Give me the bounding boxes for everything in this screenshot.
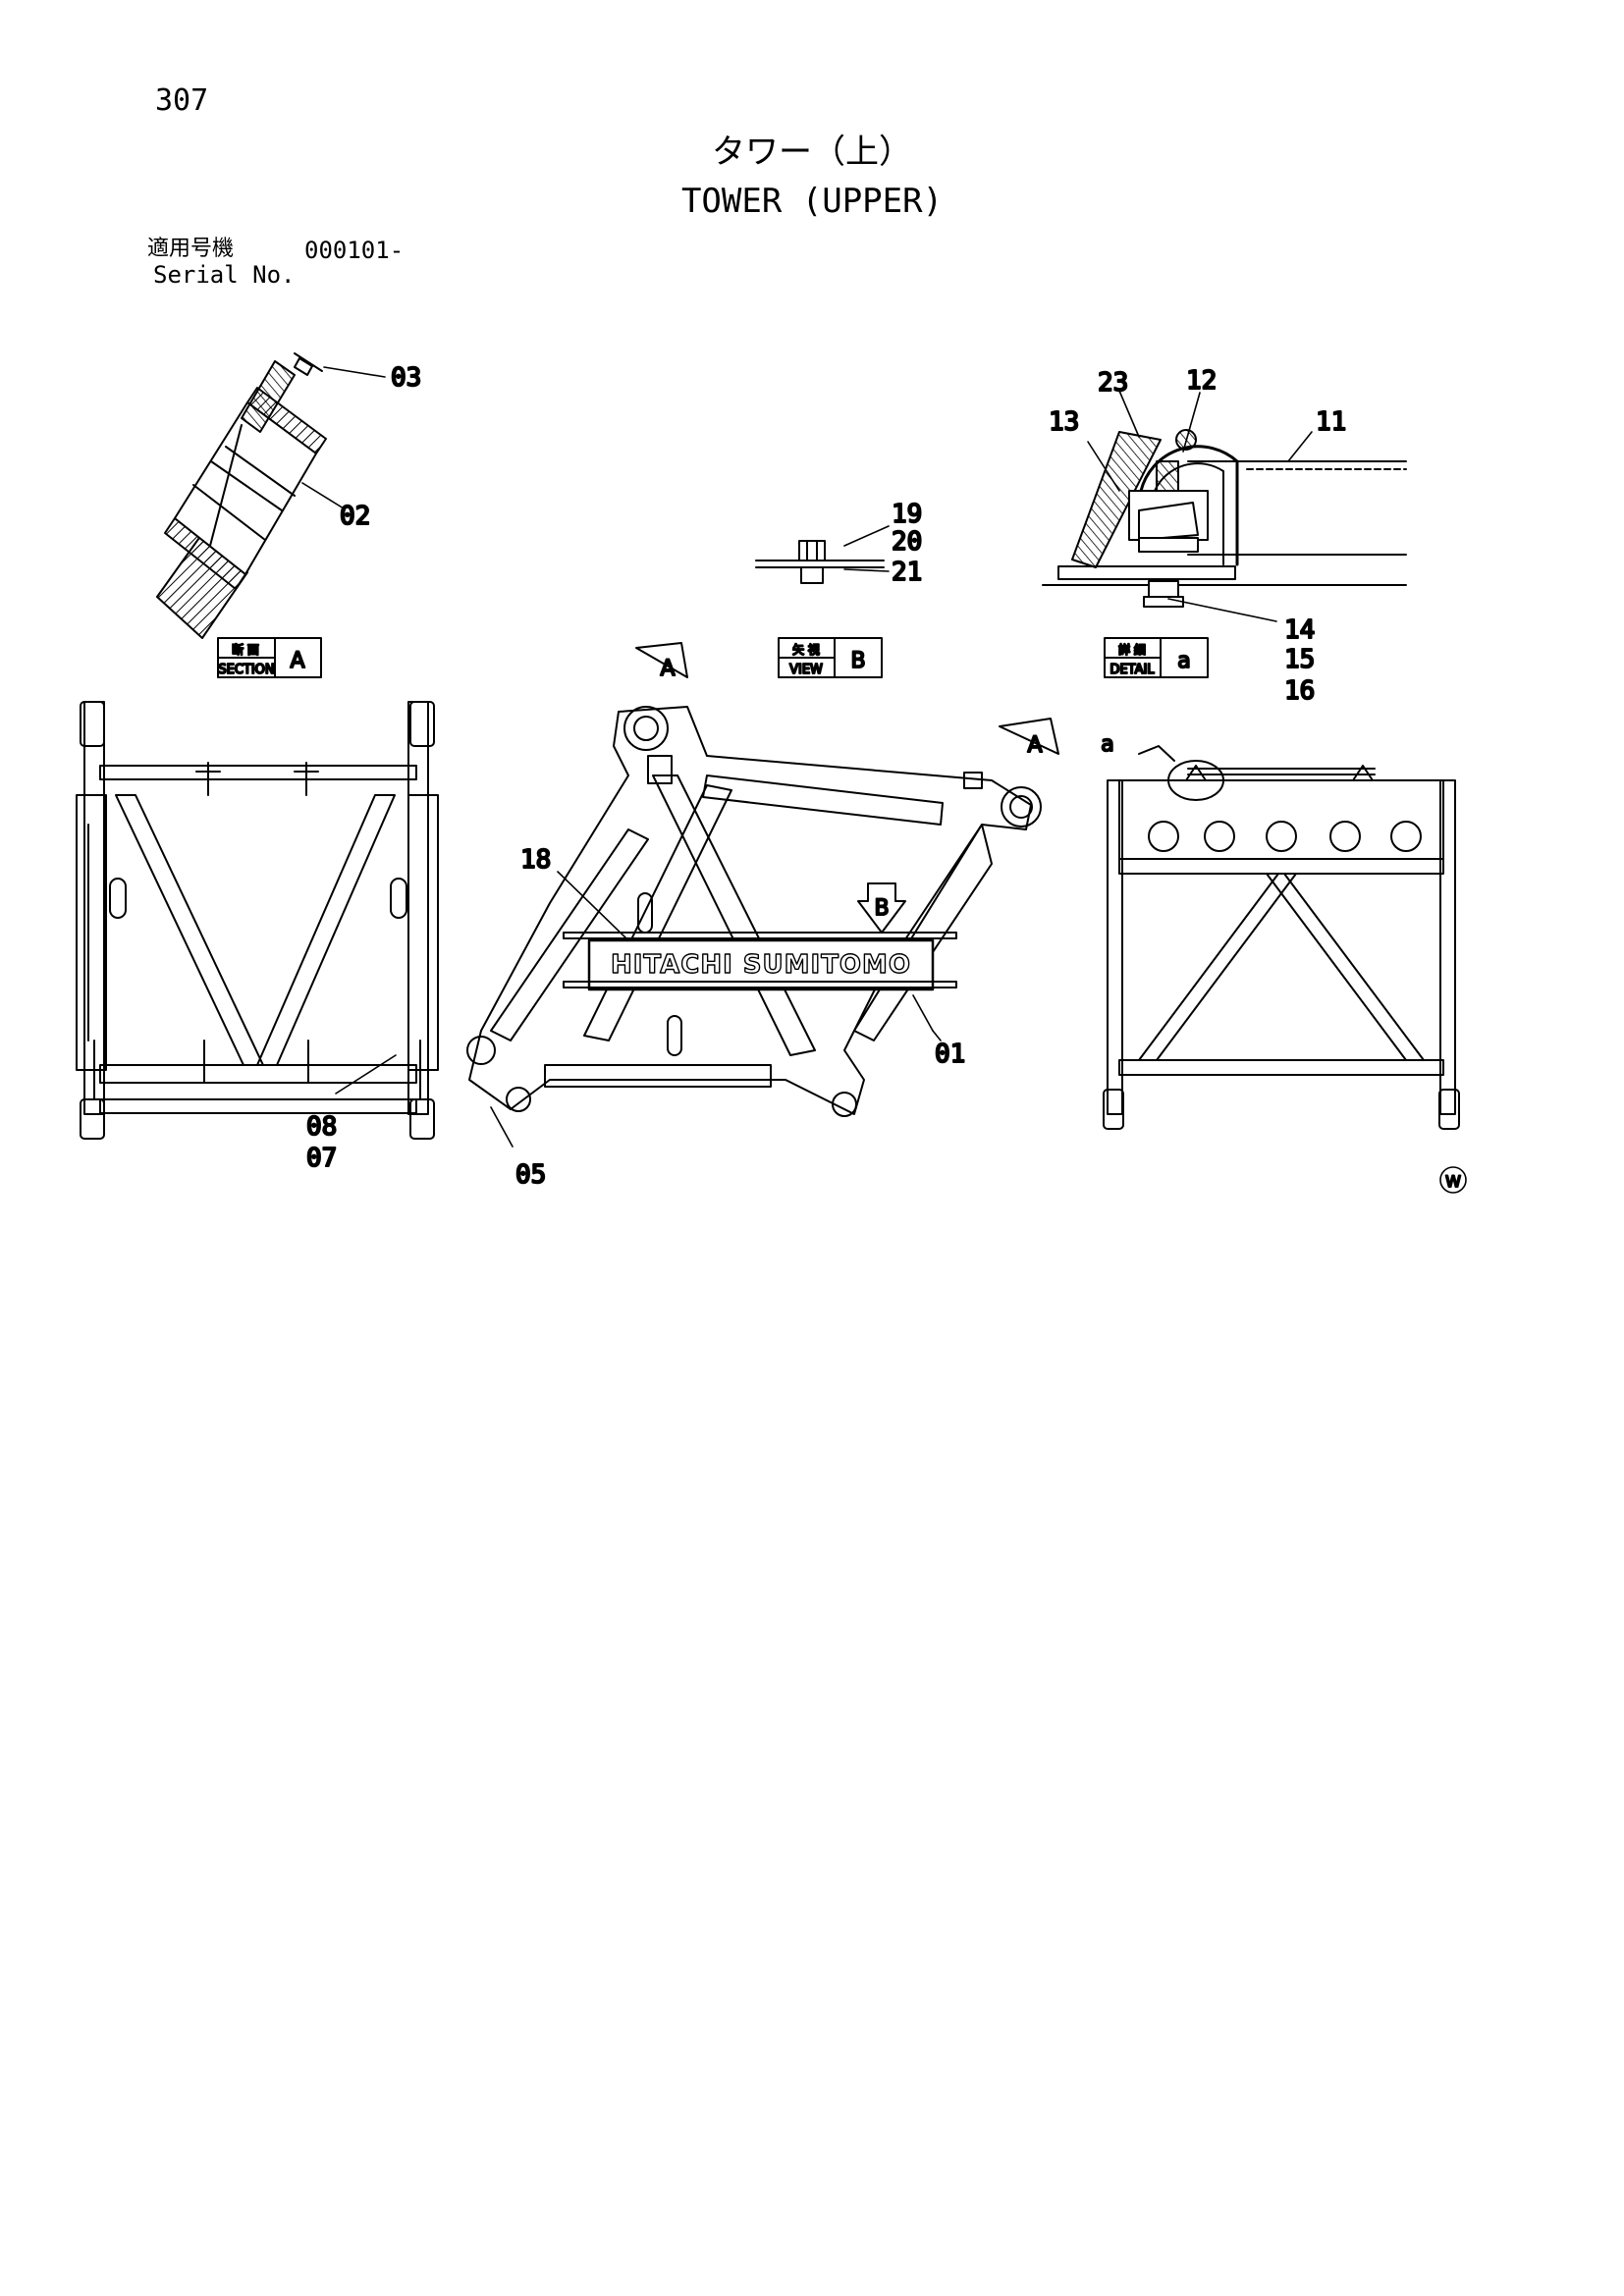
svg-text:B: B <box>850 649 865 673</box>
serial-number-value: 000101- <box>304 237 405 264</box>
part-number-19: 19 <box>892 500 922 529</box>
page-number: 307 <box>155 83 209 118</box>
detail-a-bracket-drawing <box>1042 429 1407 608</box>
view-marker-a-upper: A <box>635 642 688 682</box>
part-number-23: 23 <box>1098 368 1128 398</box>
detail-tag-a: 詳 細 DETAIL a <box>1104 637 1209 678</box>
section-a-pin-drawing <box>156 352 327 639</box>
side-view-center: HITACHI SUMITOMO <box>466 706 1042 1117</box>
serial-label-japanese: 適用号機 <box>147 237 235 261</box>
svg-text:a: a <box>1177 649 1190 673</box>
section-tag-a: 断 面 SECTION A <box>217 637 322 678</box>
leader-lines <box>301 366 1313 1148</box>
view-b-bolt-drawing <box>755 540 885 584</box>
part-number-20: 20 <box>892 527 922 557</box>
svg-text:矢 視: 矢 視 <box>792 642 820 657</box>
detail-marker-a: a <box>1101 732 1113 757</box>
part-number-11: 11 <box>1316 407 1346 437</box>
detail-a-callout-circle <box>1167 760 1224 801</box>
part-number-15: 15 <box>1284 645 1315 674</box>
svg-text:SECTION: SECTION <box>218 663 274 677</box>
serial-label-english: Serial No. <box>153 261 296 289</box>
page-title-english: TOWER (UPPER) <box>680 182 944 221</box>
svg-text:DETAIL: DETAIL <box>1110 663 1155 677</box>
view-marker-a-right: A <box>999 718 1059 759</box>
svg-text:B: B <box>874 896 889 921</box>
part-number-05: 05 <box>515 1160 546 1190</box>
part-number-01: 01 <box>935 1040 965 1069</box>
part-number-14: 14 <box>1284 615 1315 645</box>
part-number-12: 12 <box>1186 366 1217 396</box>
part-number-16: 16 <box>1284 676 1315 706</box>
part-number-21: 21 <box>892 558 922 587</box>
svg-text:断 面: 断 面 <box>232 642 259 657</box>
part-number-07: 07 <box>306 1144 337 1173</box>
svg-text:詳 細: 詳 細 <box>1118 642 1146 657</box>
page-title-japanese: タワー（上） <box>712 133 912 172</box>
part-number-18: 18 <box>520 845 551 875</box>
part-number-13: 13 <box>1049 407 1079 437</box>
view-marker-b: B <box>857 882 906 934</box>
rear-view-right <box>1103 745 1460 1130</box>
hitachi-sumitomo-sign: HITACHI SUMITOMO <box>611 950 911 980</box>
part-number-02: 02 <box>340 502 370 531</box>
svg-text:A: A <box>290 649 304 673</box>
svg-text:A: A <box>660 657 675 681</box>
svg-text:W: W <box>1445 1172 1461 1191</box>
svg-text:A: A <box>1027 733 1042 758</box>
svg-text:VIEW: VIEW <box>789 663 823 677</box>
front-view-left <box>76 701 439 1140</box>
part-number-03: 03 <box>391 363 421 393</box>
view-tag-b: 矢 視 VIEW B <box>778 637 883 678</box>
watermark-mark: W <box>1439 1166 1467 1194</box>
part-number-08: 08 <box>306 1112 337 1142</box>
